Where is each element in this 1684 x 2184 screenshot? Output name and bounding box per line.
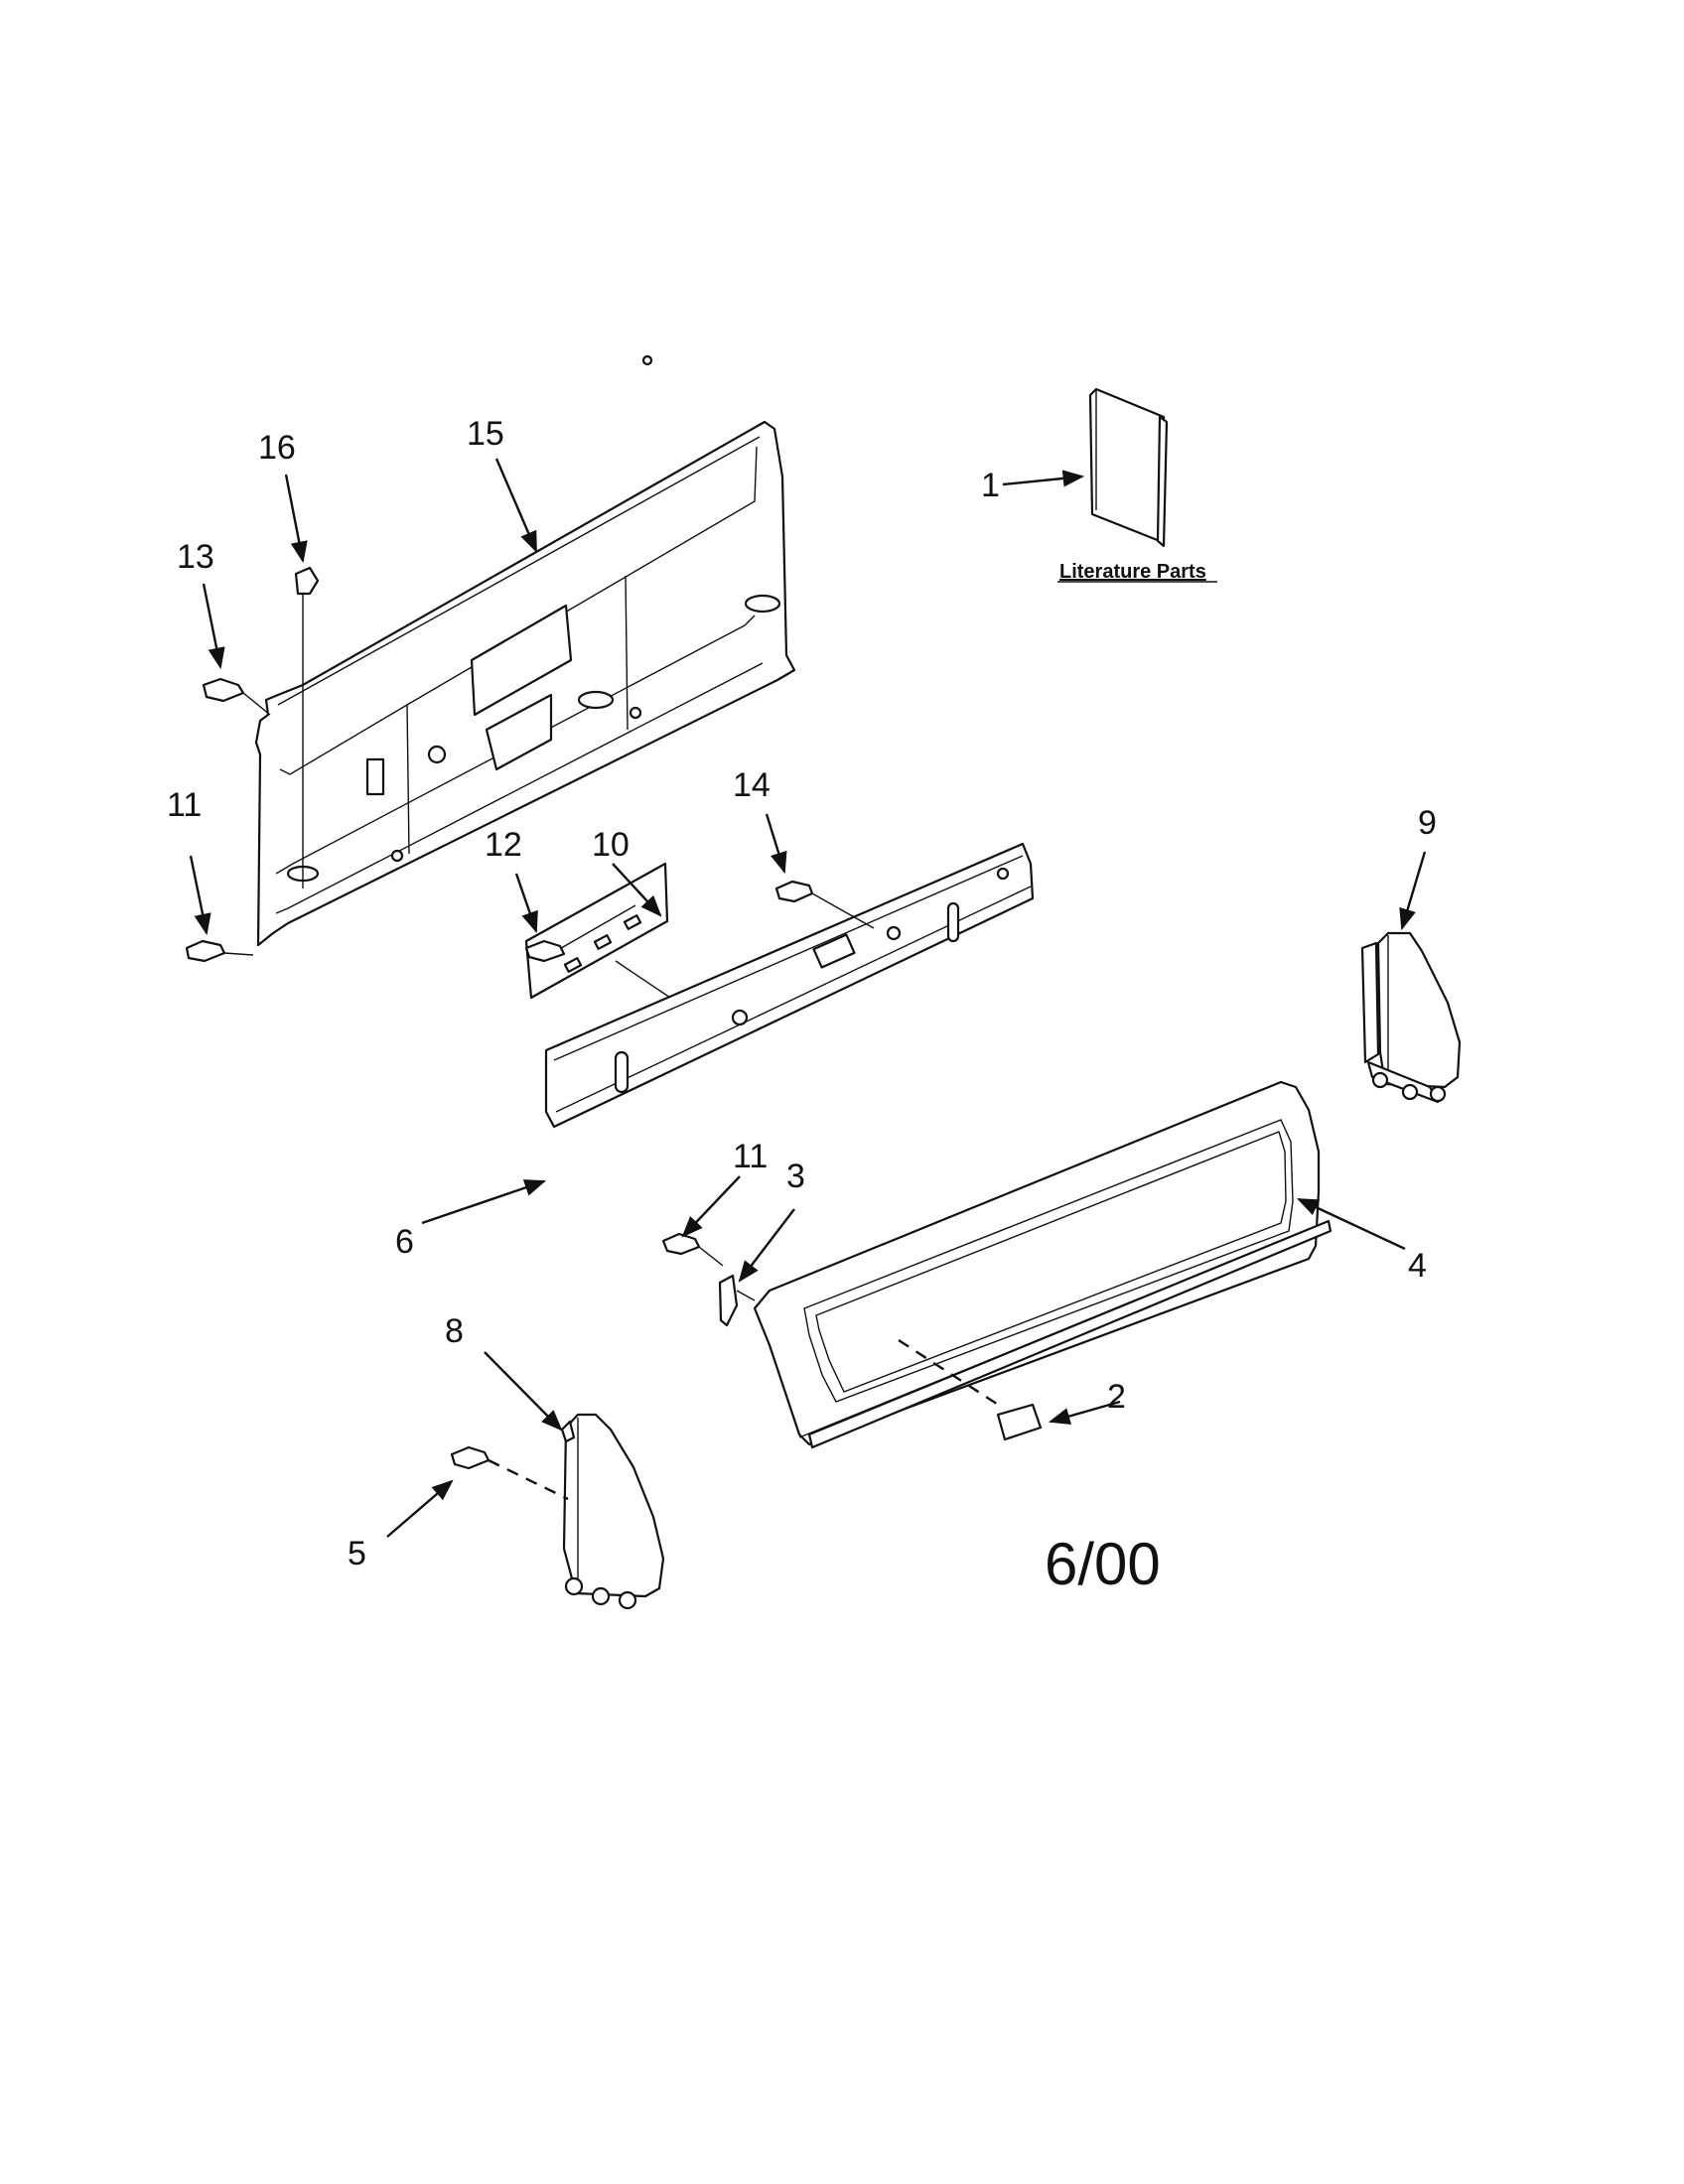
literature-book xyxy=(1088,387,1169,548)
mounting-bracket xyxy=(544,842,1035,1129)
callout-5: 5 xyxy=(348,1535,366,1572)
callout-labels: 1 2 3 4 5 6 8 9 10 11 11 12 13 14 15 16 xyxy=(167,415,1437,1572)
screw-13 xyxy=(202,677,271,716)
clip-3 xyxy=(718,1274,756,1327)
rear-panel-frame xyxy=(254,354,796,947)
callout-16: 16 xyxy=(258,429,296,467)
callout-14: 14 xyxy=(733,766,771,804)
end-cap-left xyxy=(560,1413,665,1610)
callout-11-right: 11 xyxy=(733,1138,768,1175)
screw-11-right xyxy=(661,1232,724,1267)
button-insert xyxy=(898,1338,1043,1441)
callout-6: 6 xyxy=(395,1223,414,1261)
callout-3: 3 xyxy=(786,1158,805,1195)
callout-4: 4 xyxy=(1408,1247,1427,1285)
literature-parts-label: Literature Parts xyxy=(1059,561,1206,583)
control-console xyxy=(753,1080,1333,1449)
callout-15: 15 xyxy=(467,415,504,453)
control-board xyxy=(524,862,686,1009)
callout-8: 8 xyxy=(445,1312,464,1350)
end-cap-right xyxy=(1360,931,1462,1104)
screw-12 xyxy=(524,939,566,963)
leader-lines xyxy=(189,458,1427,1538)
callout-2: 2 xyxy=(1107,1378,1126,1416)
screw-5 xyxy=(450,1445,569,1501)
callout-1: 1 xyxy=(981,467,1000,504)
screw-16 xyxy=(294,566,320,888)
callout-12: 12 xyxy=(485,826,522,864)
screw-14 xyxy=(774,880,875,929)
callout-13: 13 xyxy=(177,538,214,576)
screw-11-left xyxy=(185,939,254,963)
callout-10: 10 xyxy=(592,826,630,864)
callout-11-left: 11 xyxy=(167,786,202,824)
callout-9: 9 xyxy=(1418,804,1437,842)
date-code: 6/00 xyxy=(1045,1531,1161,1597)
